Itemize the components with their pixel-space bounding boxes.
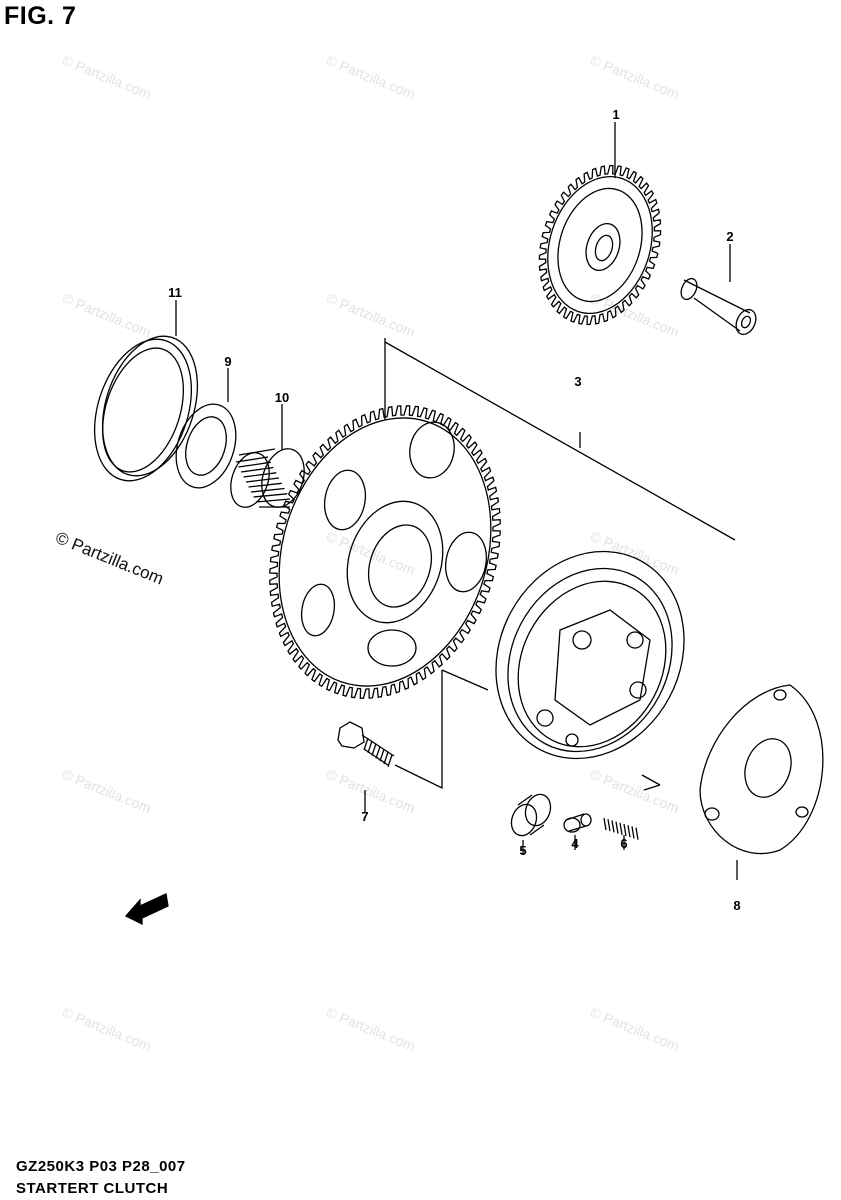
- spring-coil: [635, 827, 639, 840]
- part-7-bolt: [337, 721, 395, 812]
- callout-8: 8: [733, 898, 741, 913]
- bolt-thread: [363, 737, 369, 751]
- part-8-thrust-plate: [699, 684, 824, 880]
- part-10-needle-bearing: [230, 448, 305, 508]
- callout-9: 9: [224, 354, 232, 369]
- callout-4: 4: [571, 836, 579, 851]
- callout-leaders: [175, 122, 731, 450]
- callout-7: 7: [361, 809, 369, 824]
- bolt-thread: [379, 748, 385, 762]
- callout-11: 11: [168, 285, 182, 300]
- bolt-thread: [371, 743, 377, 756]
- bigteeth-outline: [269, 405, 501, 699]
- part-11-oil-seal: [93, 335, 199, 482]
- callout-5: 5: [519, 843, 527, 858]
- callout-3: 3: [574, 374, 582, 389]
- bolt-thread: [387, 754, 393, 768]
- bearing-needle: [243, 472, 277, 478]
- part-9-washer: [175, 403, 237, 489]
- bearing-needle: [253, 493, 288, 498]
- part-3-starter-driven-gear: [269, 405, 501, 699]
- diagram-name: STARTERT CLUTCH: [16, 1180, 169, 1197]
- callout-6: 6: [620, 836, 628, 851]
- bearing-needle: [248, 482, 282, 488]
- part-3-starter-clutch-housing: [495, 550, 685, 791]
- part-5-roller: [510, 793, 552, 855]
- part-2-idle-gear-shaft: [680, 277, 757, 336]
- bearing-needle: [240, 466, 274, 473]
- spring-coil: [619, 822, 623, 835]
- spring-coil: [627, 825, 631, 838]
- spring-coil: [623, 823, 627, 837]
- diagram-code: GZ250K3 P03 P28_007: [16, 1158, 186, 1175]
- fwd-direction-arrow: [124, 893, 169, 926]
- spring-coil: [631, 826, 635, 839]
- part-3-bracket: [384, 338, 736, 790]
- part-4-plunger: [563, 813, 592, 850]
- bolt-thread: [383, 751, 389, 765]
- bearing-needle: [245, 477, 280, 483]
- bearing-needle: [238, 461, 271, 468]
- bearing-needle: [250, 487, 285, 493]
- callout-10: 10: [274, 390, 290, 405]
- gear1teeth-outline: [538, 164, 662, 326]
- part-6-spring: [603, 817, 639, 850]
- spring-coil: [615, 821, 619, 834]
- callout-1: 1: [612, 107, 620, 122]
- spring-coil: [611, 820, 615, 833]
- callout-2: 2: [726, 229, 734, 244]
- part-1-starter-idle-gear: [538, 164, 662, 326]
- bearing-needle: [235, 456, 269, 463]
- bearing-needle: [255, 498, 291, 503]
- spring-coil: [603, 817, 607, 831]
- bolt-thread: [367, 740, 373, 754]
- bolt-thread: [375, 746, 381, 759]
- spring-coil: [607, 819, 611, 832]
- figure-title: FIG. 7: [4, 2, 77, 30]
